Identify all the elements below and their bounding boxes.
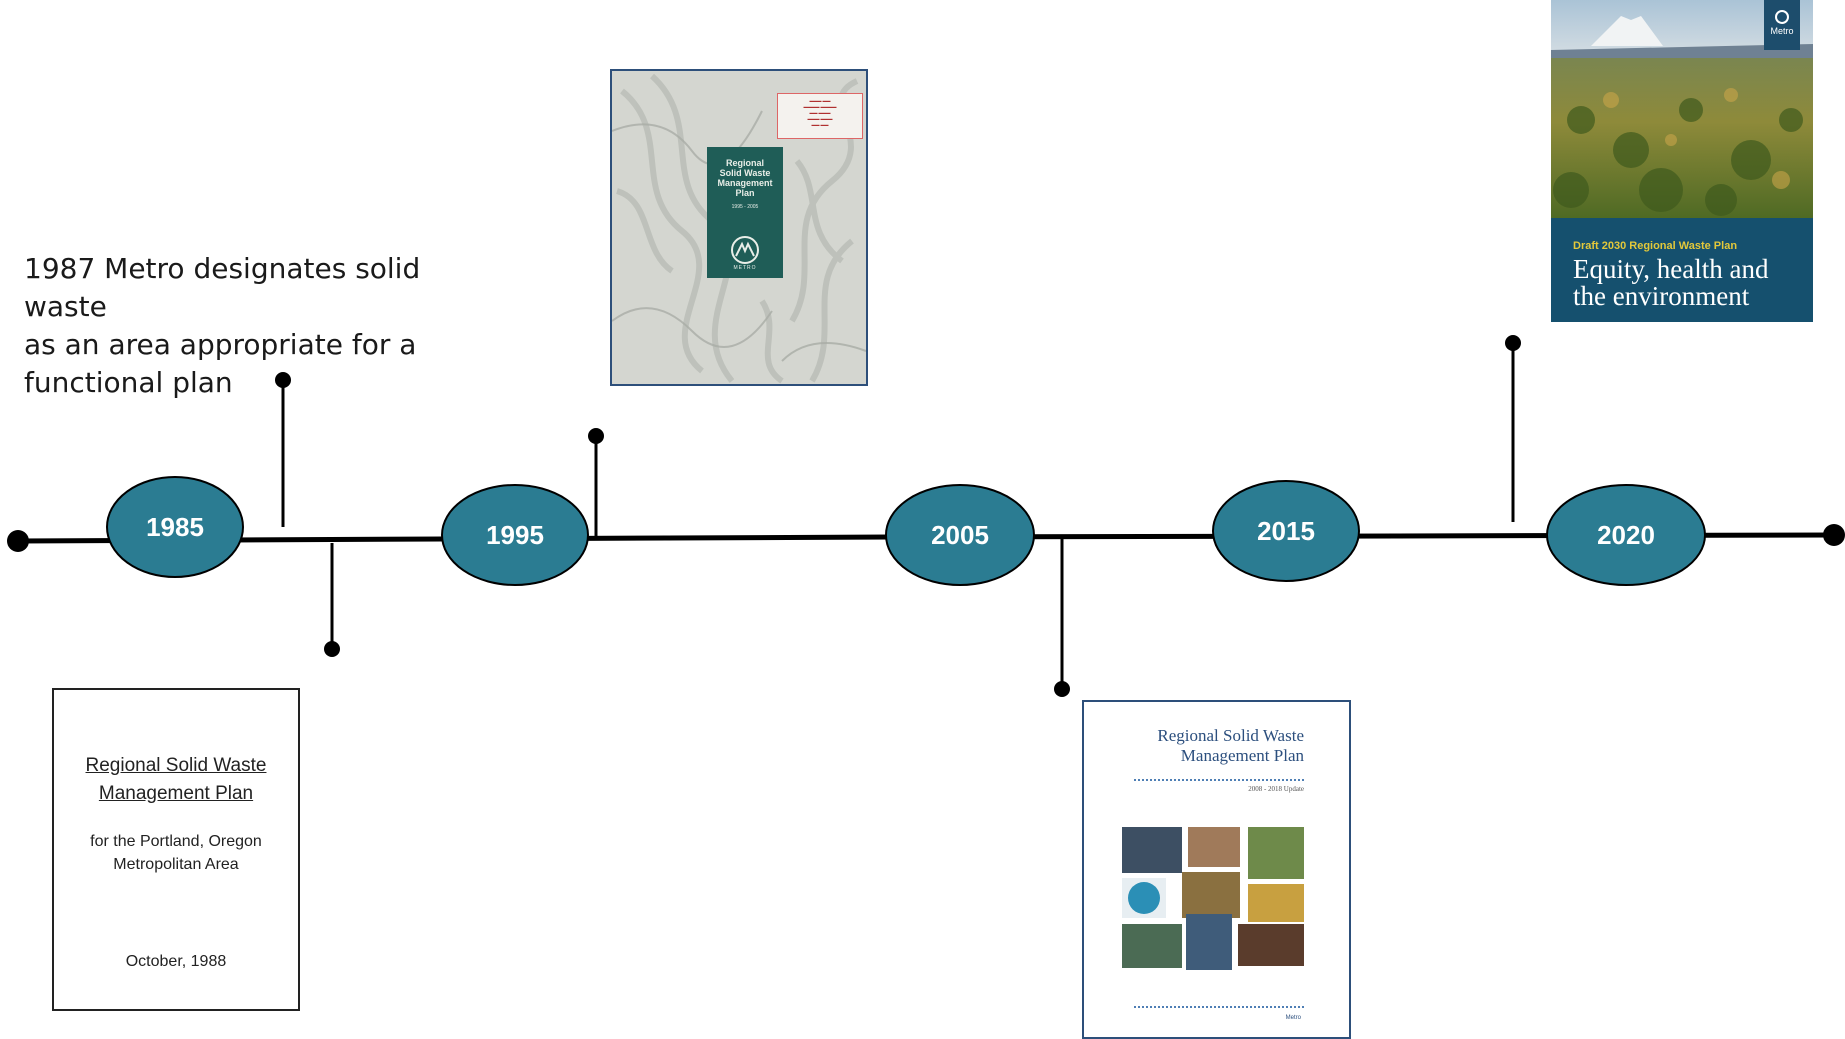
- doc-1988-title-line: Management Plan: [98, 783, 254, 804]
- doc-1988-subtitle: for the Portland, Oregon Metropolitan Ar…: [54, 830, 298, 876]
- doc-1995-title-line: Plan: [735, 188, 755, 198]
- doc-1988-subtitle-line: for the Portland, Oregon: [90, 833, 262, 850]
- doc-1995-subtitle: 1995 - 2005: [731, 204, 759, 210]
- caption-line: functional plan: [24, 366, 233, 399]
- doc-1995-publisher: METRO: [733, 265, 757, 271]
- collage-photo: [1238, 924, 1304, 966]
- event-caption-1987: 1987 Metro designates solid waste as an …: [24, 250, 504, 402]
- doc-1988-subtitle-line: Metropolitan Area: [113, 856, 239, 873]
- year-label: 1985: [146, 512, 204, 542]
- year-label: 1995: [486, 520, 544, 550]
- year-node-2020: 2020: [1546, 484, 1706, 586]
- document-2008-cover: Regional Solid Waste Management Plan 200…: [1082, 700, 1351, 1039]
- collage-photo: [1186, 914, 1232, 970]
- doc-2030-title-line: the environment: [1573, 281, 1750, 311]
- collage-photo: [1248, 884, 1304, 922]
- metro-logo-icon: [731, 236, 759, 264]
- year-label: 2015: [1257, 516, 1315, 546]
- collage-photo: [1122, 827, 1182, 873]
- doc-1995-title-panel: Regional Solid Waste Management Plan 199…: [707, 147, 783, 278]
- event-pin-2008: [1054, 537, 1070, 697]
- year-node-2005: 2005: [885, 484, 1035, 586]
- doc-1988-title-line: Regional Solid Waste: [85, 755, 267, 776]
- year-node-ellipse: [1212, 480, 1360, 582]
- year-label: 2020: [1597, 520, 1655, 550]
- collage-photo: [1122, 924, 1182, 968]
- library-sticker: ▬▬▬ ▬▬▬▬▬▬ ▬▬▬▬▬▬ ▬▬▬▬▬▬ ▬▬▬▬▬ ▬▬: [777, 93, 863, 139]
- year-node-ellipse: [885, 484, 1035, 586]
- doc-1995-title-line: Management: [717, 178, 773, 188]
- collage-photo: [1122, 878, 1166, 918]
- year-node-ellipse: [441, 484, 589, 586]
- event-pin-1988: [324, 543, 340, 657]
- caption-line: as an area appropriate for a: [24, 328, 417, 361]
- event-pin-1995: [588, 428, 604, 537]
- doc-2030-title: Equity, health and the environment: [1573, 256, 1803, 310]
- document-1995-cover: ▬▬▬ ▬▬▬▬▬▬ ▬▬▬▬▬▬ ▬▬▬▬▬▬ ▬▬▬▬▬ ▬▬ Region…: [610, 69, 868, 386]
- metro-logo-icon: [1775, 10, 1789, 24]
- doc-2008-title-line: Management Plan: [1180, 746, 1304, 765]
- event-pin-1987: [275, 372, 291, 527]
- collage-photo: [1248, 827, 1304, 879]
- doc-1995-title-line: Regional: [725, 158, 764, 168]
- collage-photo: [1188, 827, 1240, 867]
- collage-photo: [1182, 872, 1240, 918]
- doc-2008-subtitle: 2008 - 2018 Update: [1248, 785, 1304, 793]
- metro-badge-label: Metro: [1770, 26, 1794, 36]
- doc-1988-title: Regional Solid Waste Management Plan: [54, 752, 298, 808]
- timeline-start-dot: [7, 530, 29, 552]
- year-label: 2005: [931, 520, 989, 550]
- timeline-end-dot: [1823, 524, 1845, 546]
- metro-badge: Metro: [1764, 0, 1800, 50]
- caption-line: 1987 Metro designates solid waste: [24, 252, 421, 323]
- year-node-2015: 2015: [1212, 480, 1360, 582]
- dotted-rule: [1134, 1006, 1304, 1008]
- doc-1988-date: October, 1988: [125, 953, 227, 970]
- document-2030-cover: Metro Draft 2030 Regional Waste Plan Equ…: [1551, 0, 1813, 322]
- year-node-ellipse: [1546, 484, 1706, 586]
- doc-1995-title-line: Solid Waste: [719, 168, 771, 178]
- doc-2030-kicker: Draft 2030 Regional Waste Plan: [1573, 240, 1738, 252]
- document-1988-cover: Regional Solid Waste Management Plan for…: [52, 688, 300, 1011]
- doc-2008-title-line: Regional Solid Waste: [1157, 726, 1304, 745]
- year-node-ellipse: [106, 476, 244, 578]
- year-node-1995: 1995: [441, 484, 589, 586]
- doc-2008-title: Regional Solid Waste Management Plan: [1157, 726, 1304, 766]
- doc-2030-title-line: Equity, health and: [1573, 254, 1769, 284]
- dotted-rule: [1134, 779, 1304, 781]
- year-node-1985: 1985: [106, 476, 244, 578]
- event-pin-2030: [1505, 335, 1521, 522]
- doc-2008-footer: Metro: [1285, 1015, 1301, 1021]
